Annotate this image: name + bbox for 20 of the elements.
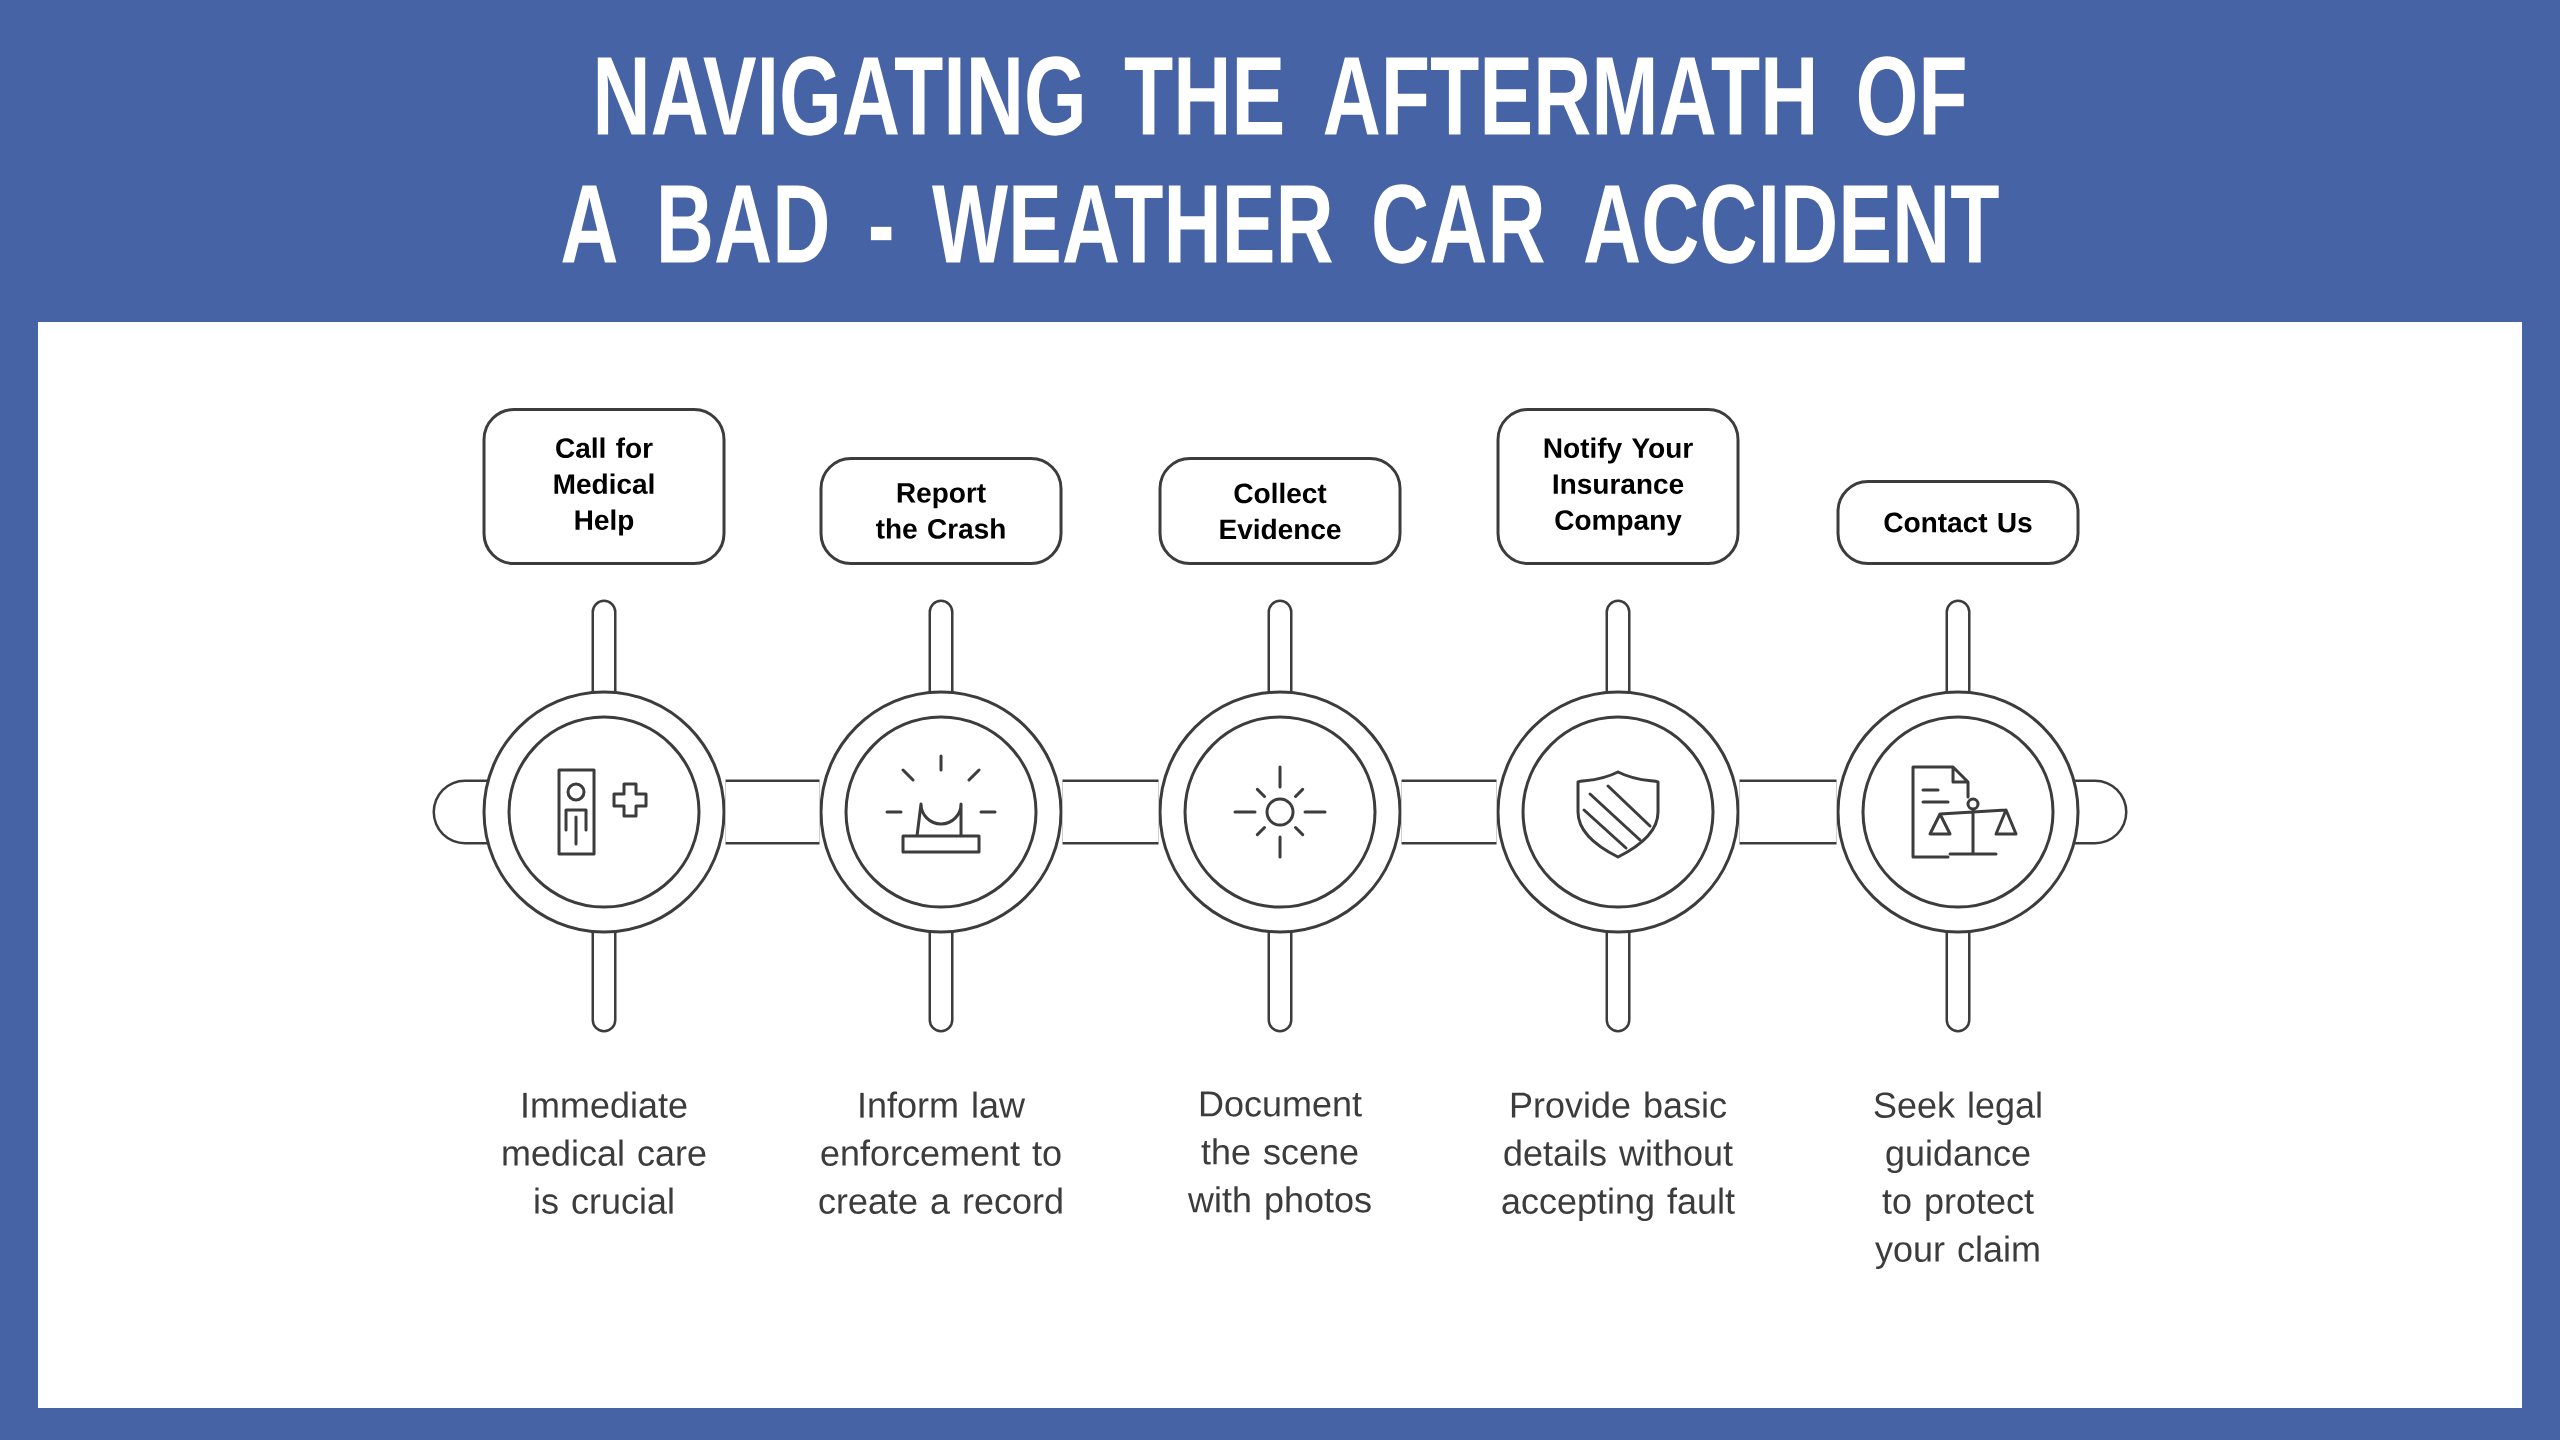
step-box: Call for Medical Help: [482, 408, 726, 565]
step-description: Document the scene with photos: [1187, 1091, 1371, 1220]
band-segment: [1062, 779, 1159, 845]
step-box: Contact Us: [1836, 480, 2080, 565]
step-box: Report the Crash: [819, 457, 1063, 565]
circle-node: [1496, 599, 1740, 1033]
step-description: Seek legal guidance to protect your claim: [1874, 1091, 2041, 1270]
band-segment: [1739, 779, 1837, 845]
circle-node: [1158, 599, 1402, 1033]
band-segment: [725, 779, 820, 845]
band-segment: [1401, 779, 1497, 845]
step-description: Immediate medical care is crucial: [503, 1091, 706, 1214]
circle-node: [482, 599, 726, 1033]
step-box: Notify Your Insurance Company: [1496, 408, 1740, 565]
step-description: Provide basic details without accepting fault: [1502, 1091, 1735, 1222]
title: NAVIGATING THE AFTERMATH OF A BAD - WEATHER CAR ACCIDENT: [562, 56, 1999, 264]
step-description: Inform law enforcement to create a record: [819, 1091, 1062, 1214]
step-box: Collect Evidence: [1158, 457, 1402, 565]
circle-node: [819, 599, 1063, 1033]
circle-node: [1836, 599, 2080, 1033]
